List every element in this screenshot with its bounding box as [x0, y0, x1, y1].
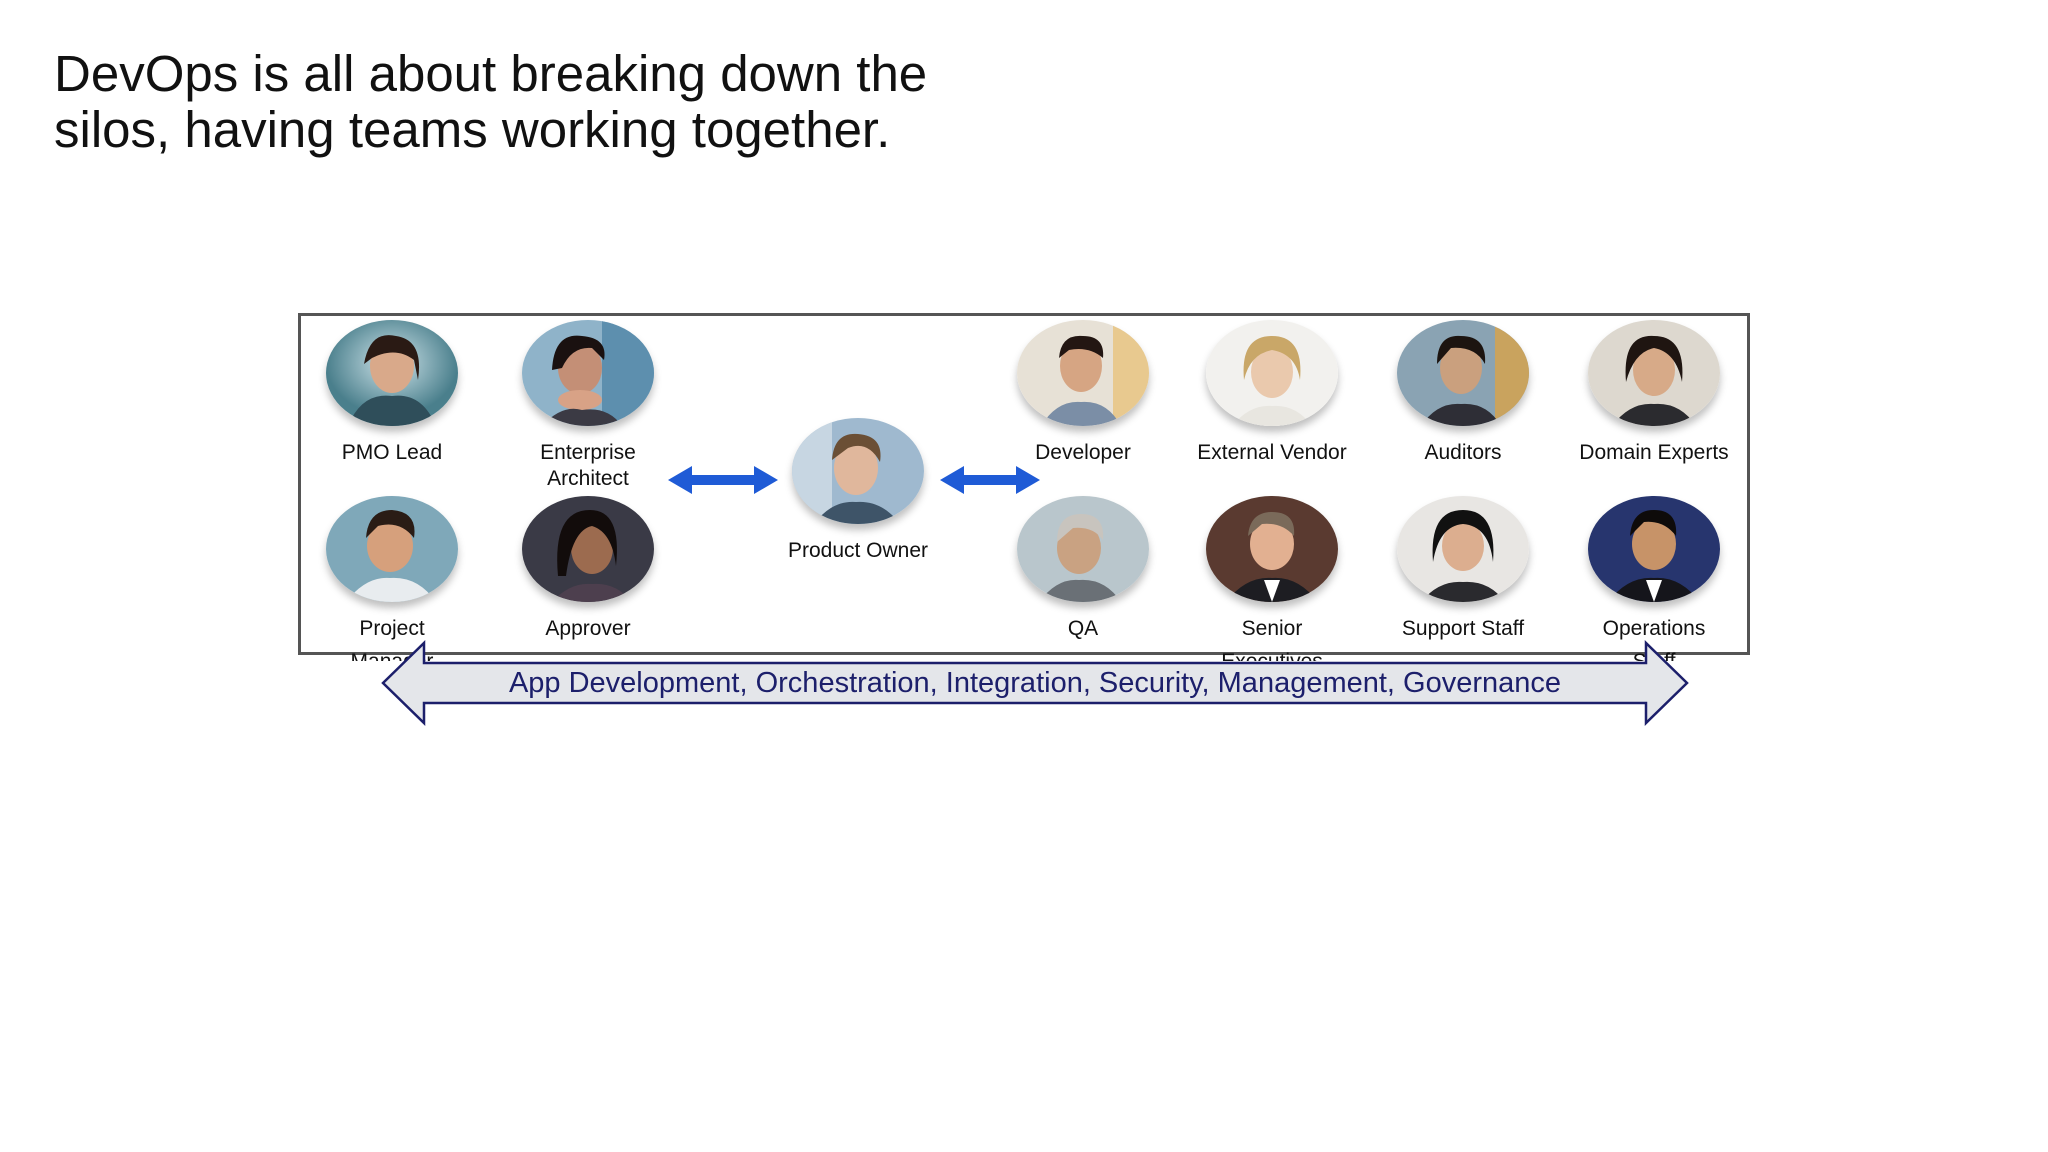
- person-pmo-lead: PMO Lead: [287, 320, 497, 466]
- developer-photo-icon: [1017, 320, 1149, 426]
- external-vendor-photo-icon: [1206, 320, 1338, 426]
- person-enterprise-architect: Enterprise Architect: [483, 320, 693, 492]
- label-developer: Developer: [1035, 441, 1131, 464]
- label-senior-executives: Senior: [1241, 617, 1303, 640]
- person-domain-experts: Domain Experts: [1549, 320, 1759, 466]
- label-enterprise-architect-line1: Enterprise: [540, 441, 636, 464]
- double-arrow-icon: [668, 466, 778, 494]
- operations-staff-photo-icon: [1588, 496, 1720, 602]
- title-line-2: silos, having teams working together.: [54, 101, 891, 158]
- person-operations-staff: Operations: [1549, 496, 1759, 642]
- label-product-owner: Product Owner: [787, 539, 929, 562]
- approver-photo-icon: [522, 496, 654, 602]
- person-project-manager: Project: [287, 496, 497, 642]
- domain-experts-photo-icon: [1588, 320, 1720, 426]
- banner-text: App Development, Orchestration, Integrat…: [508, 667, 1562, 699]
- person-developer: Developer: [978, 320, 1188, 466]
- person-senior-executives: Senior: [1167, 496, 1377, 642]
- person-auditors: Auditors: [1358, 320, 1568, 466]
- label-project-manager: Project: [359, 617, 425, 640]
- support-staff-photo-icon: [1397, 496, 1529, 602]
- label-domain-experts: Domain Experts: [1579, 441, 1729, 464]
- banner-double-arrow-icon: [381, 640, 1689, 726]
- label-pmo-lead: PMO Lead: [341, 441, 443, 464]
- label-enterprise-architect: Enterprise Architect: [483, 440, 693, 492]
- person-external-vendor: External Vendor: [1167, 320, 1377, 466]
- double-arrow-icon: [940, 466, 1040, 494]
- slide-title: DevOps is all about breaking down the si…: [54, 46, 1054, 158]
- product-owner-photo-icon: [792, 418, 924, 524]
- person-product-owner: Product Owner: [753, 418, 963, 564]
- person-support-staff: Support Staff: [1358, 496, 1568, 642]
- label-senior-executives-line2: Executives: [1167, 651, 1377, 661]
- enterprise-architect-photo-icon: [522, 320, 654, 426]
- label-project-manager-line2: Manager: [287, 651, 497, 661]
- person-qa: QA: [978, 496, 1188, 642]
- qa-photo-icon: [1017, 496, 1149, 602]
- project-manager-photo-icon: [326, 496, 458, 602]
- label-auditors: Auditors: [1424, 441, 1502, 464]
- pmo-lead-photo-icon: [326, 320, 458, 426]
- title-line-1: DevOps is all about breaking down the: [54, 45, 928, 102]
- senior-executives-photo-icon: [1206, 496, 1338, 602]
- label-external-vendor: External Vendor: [1197, 441, 1347, 464]
- label-support-staff: Support Staff: [1401, 617, 1525, 640]
- label-operations-staff: Operations: [1602, 617, 1706, 640]
- label-approver: Approver: [545, 617, 631, 640]
- label-enterprise-architect-line2: Architect: [547, 467, 629, 490]
- person-approver: Approver: [483, 496, 693, 642]
- auditors-photo-icon: [1397, 320, 1529, 426]
- label-qa: QA: [1067, 617, 1099, 640]
